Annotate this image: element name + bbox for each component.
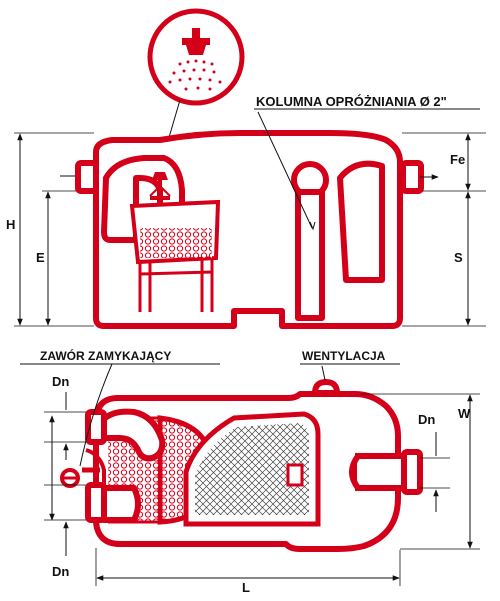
spray-nozzle-icon	[182, 28, 210, 55]
top-tank-inner-outline	[100, 398, 394, 545]
basket-legs	[138, 260, 214, 312]
zawor-leader	[20, 363, 220, 467]
top-view: ZAWÓR ZAMYKAJĄCY WENTYLACJA Dn Dn Dn W L	[20, 348, 480, 595]
upper-inlet-flange	[85, 409, 107, 445]
dn-right-label: Dn	[418, 412, 435, 427]
e-label: E	[36, 250, 45, 265]
w-label: W	[458, 406, 471, 421]
dn-left-bottom-label: Dn	[52, 564, 69, 579]
outlet-flange-top	[401, 449, 423, 495]
wentylacja-label: WENTYLACJA	[302, 349, 386, 363]
l-label: L	[242, 580, 250, 595]
shutoff-valve-icon	[60, 448, 106, 488]
spray-dots	[168, 59, 222, 91]
wentylacja-leader	[300, 363, 400, 381]
sieve-mesh	[140, 228, 212, 258]
kolumna-leader	[254, 108, 480, 229]
separation-chamber	[183, 411, 321, 527]
lower-inlet-pipe	[101, 485, 141, 523]
inlet-elbow-top	[87, 408, 166, 462]
dn-left-top-extensions	[44, 411, 86, 443]
kolumna-label: KOLUMNA OPRÓŻNIANIA Ø 2"	[256, 94, 447, 109]
w-extensions	[360, 393, 480, 550]
dn-right-extensions	[420, 457, 450, 489]
tank-inner-outline	[99, 136, 397, 323]
ventilation-port	[312, 379, 340, 396]
s-label: S	[454, 250, 463, 265]
drain-column	[291, 161, 329, 321]
dn-left-bottom-extensions	[44, 484, 86, 521]
outlet-stub	[400, 160, 424, 194]
outlet-pipe-top	[349, 453, 407, 491]
inner-nozzle-icon	[149, 172, 171, 200]
side-view: KOLUMNA OPRÓŻNIANIA Ø 2" H E Fe S	[6, 94, 486, 329]
fe-label: Fe	[450, 152, 465, 167]
baffle-inner	[344, 170, 378, 276]
chamber-handle	[286, 463, 304, 487]
l-extensions	[95, 548, 401, 586]
zawor-label: ZAWÓR ZAMYKAJĄCY	[40, 348, 171, 363]
dn-left-top-label: Dn	[52, 374, 69, 389]
h-label: H	[6, 217, 15, 232]
